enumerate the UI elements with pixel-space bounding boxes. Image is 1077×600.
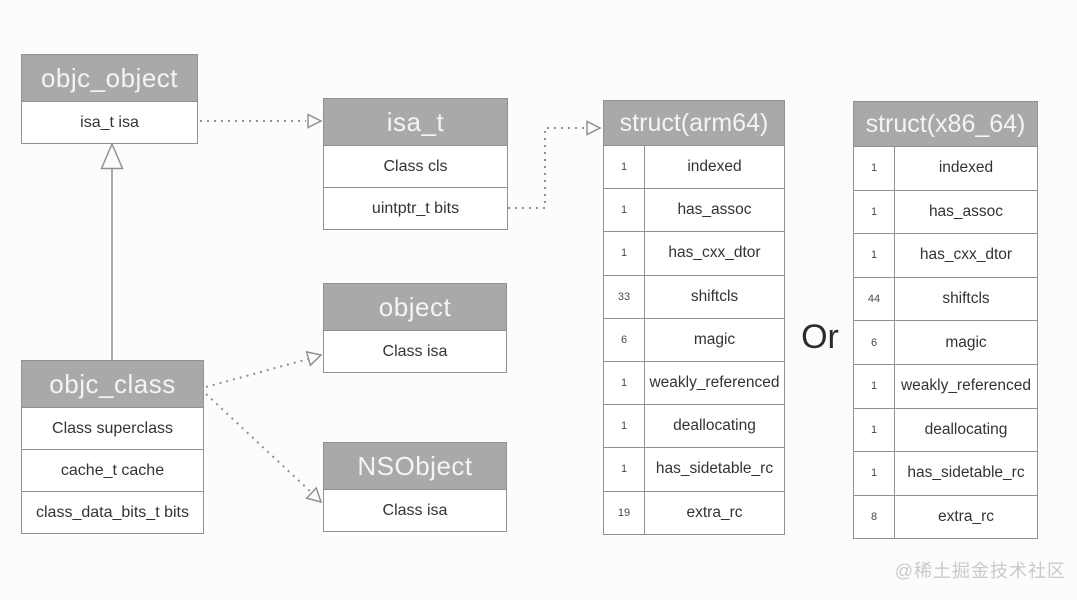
- isa-t-row-bits: uintptr_t bits: [324, 187, 507, 229]
- table-row: 1 has_cxx_dtor: [604, 231, 784, 275]
- table-row: 44 shiftcls: [854, 276, 1037, 321]
- hollow-triangle-arrowhead-icon: [100, 142, 124, 170]
- table-row: 6 magic: [854, 320, 1037, 364]
- table-row: 1 has_cxx_dtor: [854, 233, 1037, 277]
- table-row: 1 has_assoc: [854, 189, 1037, 234]
- isa-t-title: isa_t: [324, 99, 507, 145]
- class-to-object-dotted-line: [205, 358, 309, 388]
- objc-class-box: objc_class Class superclass cache_t cach…: [21, 360, 204, 534]
- nsobject-title: NSObject: [324, 443, 506, 489]
- table-row: 1 weakly_referenced: [604, 360, 784, 405]
- struct-arm64-table: struct(arm64) 1 indexed 1 has_assoc 1 ha…: [603, 100, 785, 535]
- objc-object-row-isa: isa_t isa: [22, 101, 197, 143]
- table-row: 6 magic: [604, 317, 784, 361]
- isa-t-box: isa_t Class cls uintptr_t bits: [323, 98, 508, 230]
- bits-to-arm64-dotted-line: [508, 127, 586, 209]
- table-row: 19 extra_rc: [604, 490, 784, 534]
- objc-object-title: objc_object: [22, 55, 197, 101]
- class-to-nsobject-dotted-line: [205, 393, 313, 494]
- table-row: 1 indexed: [604, 145, 784, 189]
- nsobject-box: NSObject Class isa: [323, 442, 507, 532]
- table-row: 1 has_assoc: [604, 188, 784, 232]
- table-row: 8 extra_rc: [854, 494, 1037, 539]
- nsobject-row-isa: Class isa: [324, 489, 506, 531]
- table-row: 1 weakly_referenced: [854, 363, 1037, 408]
- watermark-text: @稀土掘金技术社区: [894, 561, 1066, 581]
- object-title: object: [324, 284, 506, 330]
- table-row: 33 shiftcls: [604, 274, 784, 318]
- or-label: Or: [801, 318, 839, 356]
- hollow-triangle-arrowhead-icon: [305, 486, 323, 504]
- hollow-triangle-arrowhead-icon: [586, 120, 602, 136]
- struct-x86-64-title: struct(x86_64): [854, 102, 1037, 146]
- objc-class-row-cache: cache_t cache: [22, 449, 203, 491]
- struct-arm64-title: struct(arm64): [604, 101, 784, 145]
- table-row: 1 deallocating: [854, 407, 1037, 452]
- hollow-triangle-arrowhead-icon: [305, 350, 323, 367]
- hollow-triangle-arrowhead-icon: [307, 113, 323, 129]
- objc-object-box: objc_object isa_t isa: [21, 54, 198, 144]
- objc-class-row-bits: class_data_bits_t bits: [22, 491, 203, 533]
- objc-class-title: objc_class: [22, 361, 203, 407]
- isa-t-row-cls: Class cls: [324, 145, 507, 187]
- objc-class-row-superclass: Class superclass: [22, 407, 203, 449]
- table-row: 1 has_sidetable_rc: [854, 451, 1037, 495]
- object-row-isa: Class isa: [324, 330, 506, 372]
- table-row: 1 indexed: [854, 146, 1037, 190]
- struct-x86-64-table: struct(x86_64) 1 indexed 1 has_assoc 1 h…: [853, 101, 1038, 540]
- table-row: 1 deallocating: [604, 404, 784, 448]
- object-box: object Class isa: [323, 283, 507, 373]
- table-row: 1 has_sidetable_rc: [604, 447, 784, 491]
